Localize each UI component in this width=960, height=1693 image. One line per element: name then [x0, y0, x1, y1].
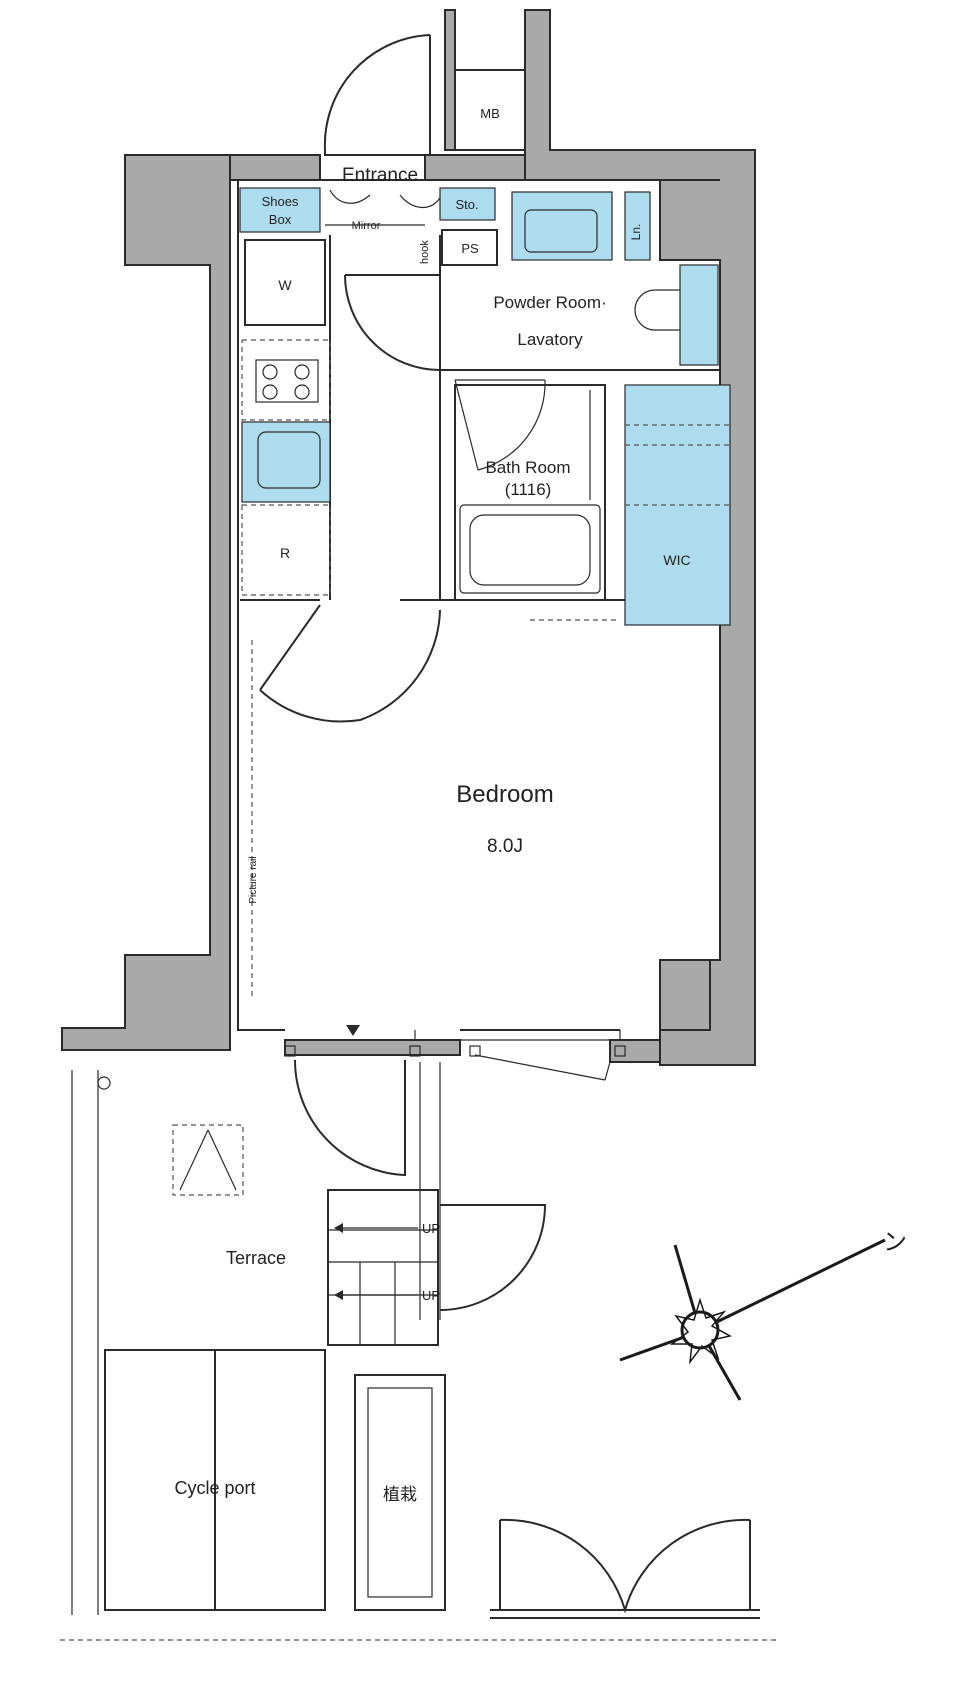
bedroom-door[interactable] [259, 604, 441, 723]
north-symbol: ン [883, 1229, 907, 1256]
terrace-area: Terrace [71, 1062, 441, 1615]
gate-door[interactable] [439, 1204, 547, 1311]
outer-gate[interactable] [490, 1518, 760, 1619]
cycle-port-label: Cycle port [174, 1478, 255, 1498]
wic-label: WIC [663, 552, 690, 568]
bath-room-label-2: (1116) [505, 480, 552, 499]
stairs: UP UP [327, 1189, 440, 1346]
bath-room-label-1: Bath Room [485, 458, 570, 477]
walk-in-closet: WIC [624, 384, 731, 626]
shoes-box-label-1: Shoes [262, 194, 299, 209]
toilet-tank [679, 264, 719, 366]
entry-marker-icon [346, 1025, 360, 1036]
planting-label: 植栽 [383, 1485, 417, 1504]
planting-bed: 植栽 [354, 1374, 446, 1611]
bedroom-label: Bedroom [456, 781, 553, 808]
entrance-label: Entrance [342, 165, 418, 186]
kitchen-sink [241, 421, 331, 503]
storage-sto [439, 187, 496, 221]
powder-room-label-1: Powder Room· [493, 293, 606, 312]
sto-label: Sto. [455, 197, 478, 212]
mirror-label: Mirror [352, 220, 381, 232]
fridge-space [241, 504, 331, 596]
shoes-box-label-2: Box [269, 212, 292, 227]
terrace-door[interactable] [293, 1059, 406, 1177]
ps-label: PS [461, 241, 479, 256]
wic-area [624, 384, 731, 626]
washer-space [244, 239, 326, 326]
terrace-label: Terrace [226, 1248, 286, 1268]
vanity [511, 191, 613, 261]
shoes-box [239, 187, 321, 233]
stairs-up-label-2: UP [422, 1288, 440, 1303]
bath-room: Bath Room (1116) [454, 379, 606, 601]
linen-label: Ln. [629, 224, 643, 241]
entrance-area: Shoes Box Sto. Entrance Mirror hook PS [239, 165, 498, 266]
powder-room-label-2: Lavatory [517, 330, 583, 349]
bedroom: Bedroom 8.0J Picture rail [248, 781, 554, 1036]
gas-stove-icon [255, 359, 319, 403]
linen-storage [624, 191, 651, 261]
kitchen-area: W R [241, 239, 331, 596]
cycle-port: Cycle port [104, 1349, 326, 1611]
bedroom-size: 8.0J [487, 836, 523, 857]
hook-label: hook [419, 240, 431, 264]
bathtub-icon [469, 514, 591, 586]
mb-label: MB [480, 106, 500, 121]
entrance-door[interactable] [323, 34, 431, 156]
skylight [172, 1124, 244, 1196]
washer-label: W [278, 277, 292, 293]
powder-room: Ln. Powder Room· Lavatory [493, 191, 719, 366]
bath-enclosure [454, 384, 606, 601]
stairs-up-label-1: UP [422, 1221, 440, 1236]
pipe-space [441, 229, 498, 266]
stove-counter [241, 339, 331, 421]
fridge-label: R [280, 545, 290, 561]
picture-rail-label: Picture rail [248, 856, 259, 903]
powder-room-door[interactable] [344, 274, 441, 371]
bedroom-windows [284, 1030, 626, 1081]
compass-rose-icon: ン [619, 1229, 907, 1401]
